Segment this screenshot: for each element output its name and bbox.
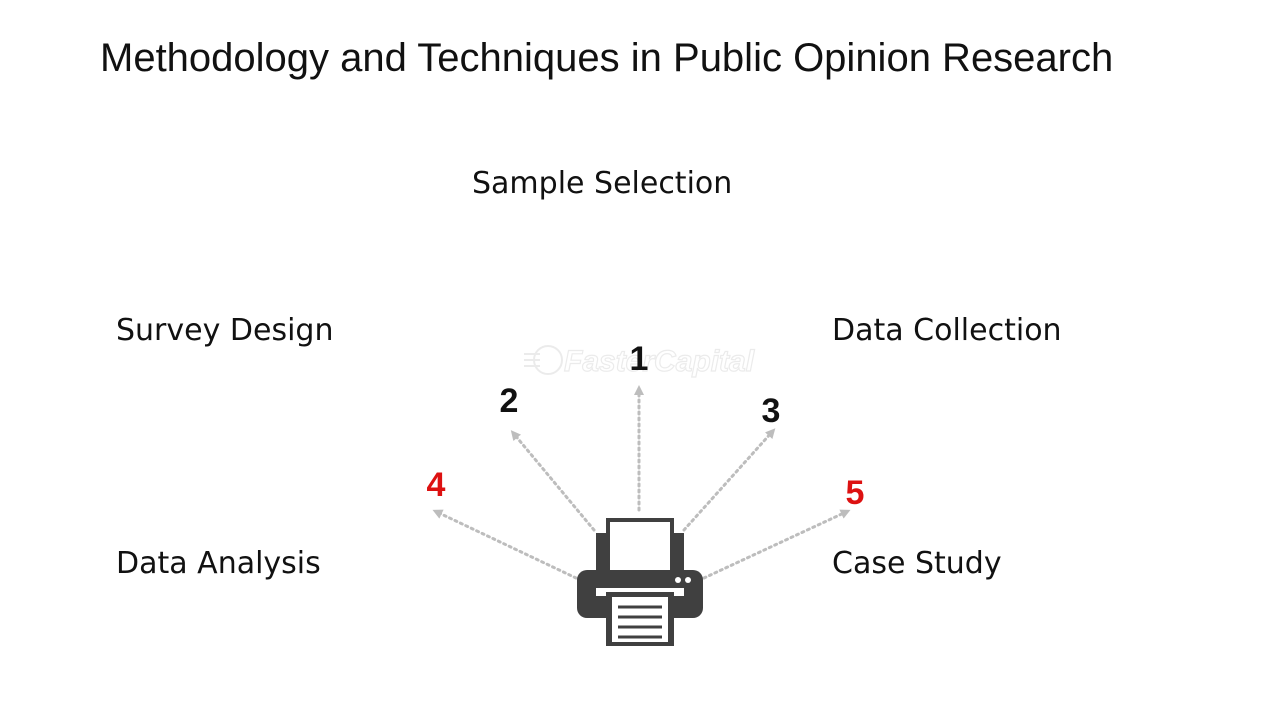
- arrow-3: [682, 428, 776, 532]
- number-3: 3: [762, 392, 781, 430]
- label-case-study: Case Study: [832, 546, 1002, 581]
- printer-icon: [577, 518, 703, 646]
- arrow-4: [432, 509, 578, 580]
- number-2: 2: [500, 382, 519, 420]
- arrow-5: [702, 509, 851, 580]
- label-sample-selection: Sample Selection: [472, 166, 733, 201]
- label-data-analysis: Data Analysis: [116, 546, 321, 581]
- watermark-logo: FasterCapital: [524, 344, 755, 379]
- number-4: 4: [427, 466, 446, 504]
- page-title: Methodology and Techniques in Public Opi…: [100, 36, 1114, 80]
- number-5: 5: [846, 474, 865, 512]
- number-1: 1: [630, 340, 649, 378]
- label-survey-design: Survey Design: [116, 313, 334, 348]
- watermark-text: FasterCapital: [564, 345, 755, 378]
- arrows: [432, 385, 851, 580]
- arrow-2: [510, 430, 596, 532]
- label-data-collection: Data Collection: [832, 313, 1062, 348]
